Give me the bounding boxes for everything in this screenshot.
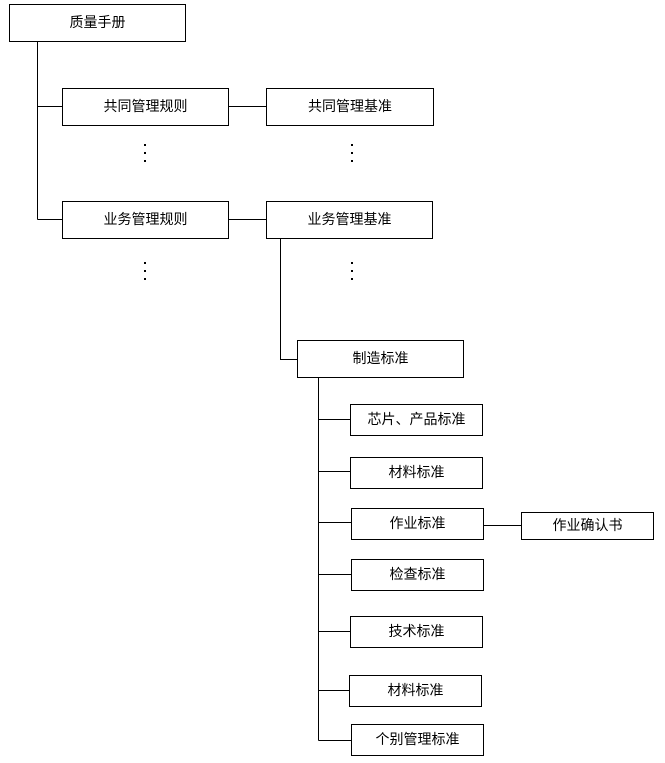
node-label: 质量手册 (70, 15, 126, 31)
node-label: 共同管理规则 (104, 99, 188, 115)
node-material-standard-2: 材料标准 (349, 675, 482, 707)
node-label: 制造标准 (353, 351, 409, 367)
node-business-standard: 业务管理基准 (266, 201, 433, 239)
ellipsis-below-common-standard (351, 144, 353, 162)
node-quality-manual: 质量手册 (9, 4, 186, 42)
connectors (37, 42, 521, 741)
node-label: 技术标准 (389, 624, 445, 640)
node-label: 芯片、产品标准 (368, 412, 466, 428)
node-label: 材料标准 (389, 465, 445, 481)
node-business-rules: 业务管理规则 (62, 201, 229, 239)
ellipsis-marks (144, 144, 353, 280)
connector-business-standard-to-manufacturing (280, 239, 298, 360)
node-inspection-standard: 检查标准 (351, 559, 484, 591)
node-label: 作业标准 (390, 516, 446, 532)
ellipsis-below-common-rules (144, 144, 146, 162)
node-common-standard: 共同管理基准 (266, 88, 434, 126)
node-work-confirmation: 作业确认书 (521, 512, 654, 540)
node-common-rules: 共同管理规则 (62, 88, 229, 126)
node-label: 个别管理标准 (376, 732, 460, 748)
node-label: 检查标准 (390, 567, 446, 583)
ellipsis-below-business-standard (351, 262, 353, 280)
node-label: 共同管理基准 (308, 98, 392, 115)
node-technical-standard: 技术标准 (350, 616, 483, 648)
node-label: 业务管理规则 (104, 212, 188, 228)
node-manufacturing-standard: 制造标准 (297, 340, 464, 378)
node-individual-management-standard: 个别管理标准 (351, 724, 484, 756)
node-material-standard-1: 材料标准 (350, 457, 483, 489)
node-label: 作业确认书 (553, 518, 623, 534)
ellipsis-below-business-rules (144, 262, 146, 280)
node-label: 业务管理基准 (308, 211, 392, 228)
node-label: 材料标准 (388, 683, 444, 699)
node-work-standard: 作业标准 (351, 508, 484, 540)
node-chip-product-standard: 芯片、产品标准 (350, 404, 483, 436)
